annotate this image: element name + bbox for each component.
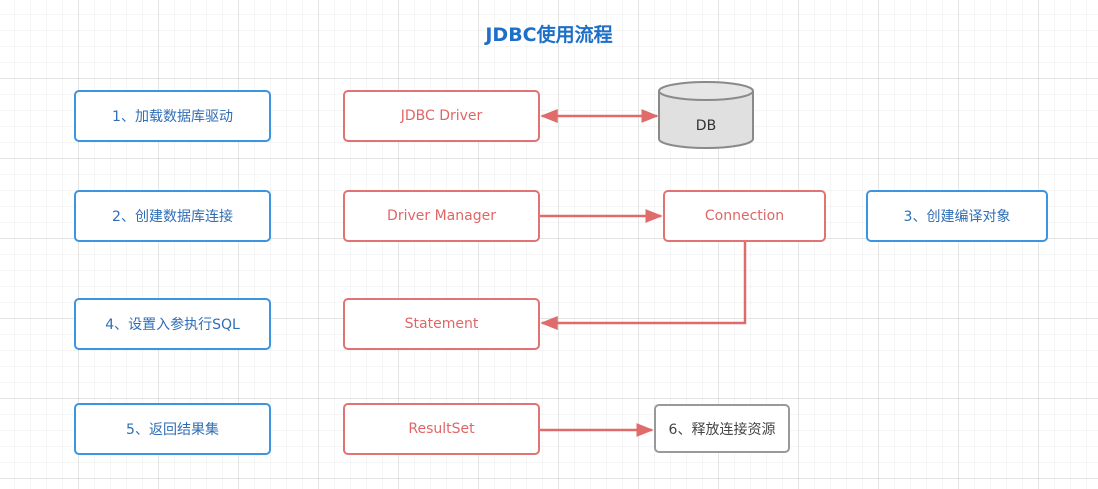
component-label: Connection — [704, 208, 785, 224]
diagram-title: JDBC使用流程 — [485, 24, 613, 46]
step-label: 2、创建数据库连接 — [112, 209, 233, 225]
step-3-create-statement[interactable]: 3、创建编译对象 — [866, 190, 1048, 242]
statement-box[interactable]: Statement — [343, 298, 540, 350]
step-label: 6、释放连接资源 — [668, 421, 776, 438]
step-label: 1、加载数据库驱动 — [112, 109, 233, 125]
db-label: DB — [695, 118, 717, 134]
jdbc-driver-box[interactable]: JDBC Driver — [343, 90, 540, 142]
step-label: 5、返回结果集 — [126, 422, 219, 438]
component-label: Statement — [404, 316, 479, 332]
step-6-release-resources[interactable]: 6、释放连接资源 — [654, 404, 790, 453]
component-label: ResultSet — [408, 421, 475, 437]
driver-manager-box[interactable]: Driver Manager — [343, 190, 540, 242]
database-cylinder-icon — [658, 81, 754, 149]
component-label: JDBC Driver — [400, 108, 483, 124]
connection-box[interactable]: Connection — [663, 190, 826, 242]
step-2-create-connection[interactable]: 2、创建数据库连接 — [74, 190, 271, 242]
step-label: 3、创建编译对象 — [903, 209, 1011, 225]
resultset-box[interactable]: ResultSet — [343, 403, 540, 455]
step-5-return-resultset[interactable]: 5、返回结果集 — [74, 403, 271, 455]
step-4-execute-sql[interactable]: 4、设置入参执行SQL — [74, 298, 271, 350]
step-label: 4、设置入参执行SQL — [105, 317, 240, 333]
step-1-load-driver[interactable]: 1、加载数据库驱动 — [74, 90, 271, 142]
component-label: Driver Manager — [387, 208, 496, 224]
connection-statement-connector — [540, 242, 747, 330]
